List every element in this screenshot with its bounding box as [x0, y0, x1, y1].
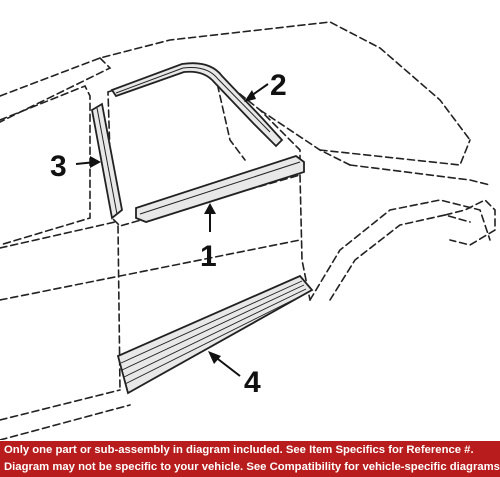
roof-outline — [0, 21, 471, 141]
disclaimer-line-2: Diagram may not be specific to your vehi… — [4, 461, 500, 473]
wheel-arch — [309, 199, 491, 301]
wheel-arch-inner — [329, 214, 471, 301]
roof-front-edge — [0, 57, 112, 123]
disclaimer-banner: Only one part or sub-assembly in diagram… — [0, 441, 500, 477]
part-1-belt-molding — [135, 154, 305, 223]
rear-window-outline — [0, 84, 91, 246]
arrowhead-3 — [90, 156, 101, 168]
parts-diagram: 2 3 1 4 — [0, 21, 496, 440]
part-4-side-molding — [116, 274, 314, 395]
part-2-window-frame-molding — [110, 62, 284, 148]
part-4-ribs — [120, 280, 310, 385]
leader-4 — [213, 355, 241, 377]
arrowhead-1 — [204, 203, 216, 214]
a-pillar — [214, 73, 246, 161]
body-belt-line — [0, 221, 116, 249]
callout-3: 3 — [50, 150, 67, 183]
fender-top — [349, 164, 491, 186]
part-3-inner-line — [96, 107, 118, 215]
arrowhead-2 — [244, 90, 256, 102]
part-2-inner-line — [115, 67, 271, 133]
rocker-line — [0, 389, 121, 421]
callout-2: 2 — [270, 69, 287, 102]
part-1-inner-line — [139, 161, 301, 215]
body-lower-line — [0, 239, 301, 301]
bumper — [444, 199, 496, 246]
callout-1: 1 — [200, 240, 217, 273]
rocker-lower — [0, 404, 131, 440]
arrowhead-4 — [208, 351, 221, 364]
disclaimer-line-1: Only one part or sub-assembly in diagram… — [4, 444, 474, 456]
callout-4: 4 — [244, 366, 261, 399]
hood-line — [319, 139, 471, 166]
